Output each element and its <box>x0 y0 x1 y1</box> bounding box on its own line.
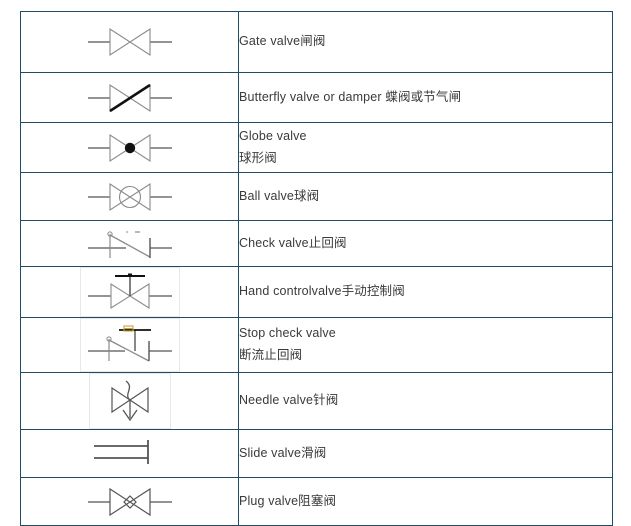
valve-label-line: Needle valve针阀 <box>239 393 339 408</box>
valve-label-line: Ball valve球阀 <box>239 188 320 203</box>
table-row: Gate valve闸阀 <box>20 11 613 73</box>
symbol-cell <box>20 372 239 430</box>
symbol-cell <box>20 11 239 73</box>
valve-label-line: Gate valve闸阀 <box>239 34 326 49</box>
table-row: Check valve止回阀 <box>20 220 613 267</box>
valve-label-line: Butterfly valve or damper 蝶阀或节气闸 <box>239 89 462 104</box>
label-cell: Ball valve球阀 <box>238 172 613 221</box>
symbol-cell <box>20 220 239 267</box>
table-row: Ball valve球阀 <box>20 172 613 221</box>
label-cell: Stop check valve 断流止回阀 <box>238 317 613 373</box>
valve-label-line: 断流止回阀 <box>239 348 303 362</box>
slide-valve-symbol <box>90 436 170 472</box>
table-row: Stop check valve 断流止回阀 <box>20 317 613 373</box>
symbol-cell <box>20 122 239 173</box>
table-row: Slide valve滑阀 <box>20 429 613 478</box>
label-cell: Slide valve滑阀 <box>238 429 613 478</box>
valve-label-line: Slide valve滑阀 <box>239 445 327 460</box>
symbol-cell <box>20 266 239 318</box>
plug-valve-symbol <box>80 482 180 522</box>
check-valve-symbol <box>80 224 180 264</box>
table-row: Globe valve 球形阀 <box>20 122 613 173</box>
label-cell: Check valve止回阀 <box>238 220 613 267</box>
valve-label-line: 球形阀 <box>239 150 277 165</box>
valve-label-line: Globe valve <box>239 128 307 143</box>
symbol-cell <box>20 477 239 526</box>
stop-check-valve-symbol <box>79 318 180 372</box>
globe-valve-symbol <box>80 128 180 168</box>
table-row: Hand controlvalve手动控制阀 <box>20 266 613 318</box>
label-cell: Plug valve阻塞阀 <box>238 477 613 526</box>
table-row: Needle valve针阀 <box>20 372 613 430</box>
ball-valve-symbol <box>80 177 180 217</box>
label-cell: Gate valve闸阀 <box>238 11 613 73</box>
valve-symbol-table: Gate valve闸阀 Butterfly valve or damper 蝶阀… <box>20 11 613 526</box>
needle-valve-symbol <box>88 373 171 429</box>
gate-valve-symbol <box>80 22 180 62</box>
label-cell: Hand controlvalve手动控制阀 <box>238 266 613 318</box>
symbol-cell <box>20 429 239 478</box>
valve-label-line: Hand controlvalve手动控制阀 <box>239 284 405 299</box>
symbol-cell <box>20 72 239 123</box>
table-row: Plug valve阻塞阀 <box>20 477 613 526</box>
valve-label-line: Plug valve阻塞阀 <box>239 493 337 508</box>
label-cell: Butterfly valve or damper 蝶阀或节气闸 <box>238 72 613 123</box>
hand-control-valve-symbol <box>79 267 180 317</box>
valve-table-body: Gate valve闸阀 Butterfly valve or damper 蝶阀… <box>20 11 613 526</box>
label-cell: Needle valve针阀 <box>238 372 613 430</box>
butterfly-valve-symbol <box>80 78 180 118</box>
symbol-cell <box>20 172 239 221</box>
symbol-cell <box>20 317 239 373</box>
table-row: Butterfly valve or damper 蝶阀或节气闸 <box>20 72 613 123</box>
valve-label-line: Check valve止回阀 <box>239 235 347 250</box>
label-cell: Globe valve 球形阀 <box>238 122 613 173</box>
valve-label-line: Stop check valve <box>239 326 336 341</box>
